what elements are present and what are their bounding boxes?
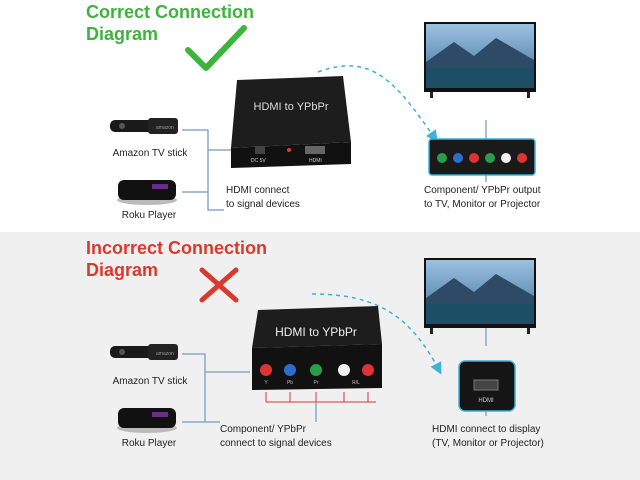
- incorrect-output-caption-1: HDMI connect to display: [432, 424, 541, 435]
- incorrect-box-title: HDMI to YPbPr: [275, 325, 357, 339]
- svg-text:HDMI: HDMI: [309, 158, 322, 164]
- tv-icon: [424, 22, 536, 98]
- svg-text:R/L: R/L: [352, 380, 360, 386]
- svg-text:Pb: Pb: [287, 380, 293, 386]
- incorrect-heading-line2: Diagram: [86, 260, 159, 280]
- component-output-ports-icon: [428, 138, 536, 176]
- port-label-pr: Pr: [314, 380, 319, 386]
- incorrect-source-amazon: Amazon TV stick: [112, 376, 188, 387]
- svg-text:amazon: amazon: [156, 125, 174, 131]
- correct-heading-line2: Diagram: [86, 24, 159, 44]
- svg-text:Pr: Pr: [314, 380, 319, 386]
- correct-source-amazon: Amazon TV stick: [112, 148, 188, 159]
- correct-input-caption-1: HDMI connect: [226, 185, 290, 196]
- correct-hdmi-port-label: HDMI: [309, 158, 322, 164]
- incorrect-input-caption-1: Component/ YPbPr: [220, 424, 306, 435]
- svg-text:HDMI: HDMI: [478, 398, 494, 404]
- streaming-stick-icon: amazon: [110, 344, 178, 360]
- port-label-pb: Pb: [287, 380, 293, 386]
- correct-output-caption-2: to TV, Monitor or Projector: [424, 199, 541, 210]
- hdmi-port-icon: HDMI: [458, 360, 516, 412]
- incorrect-input-caption-2: connect to signal devices: [220, 438, 332, 449]
- tv-icon: [424, 258, 536, 334]
- checkmark-icon: [185, 25, 247, 71]
- incorrect-heading-line1: Incorrect Connection: [86, 238, 268, 258]
- cross-icon: [199, 267, 239, 303]
- svg-text:HDMI to YPbPr: HDMI to YPbPr: [275, 325, 357, 339]
- roku-player-icon: [117, 180, 177, 205]
- svg-text:DC 5V: DC 5V: [251, 158, 266, 164]
- tv-hdmi-port-label: HDMI: [478, 398, 494, 404]
- streaming-stick-icon: amazon: [110, 118, 178, 134]
- port-label-y: Y: [264, 380, 268, 386]
- correct-output-caption-1: Component/ YPbPr output: [424, 185, 541, 196]
- correct-input-caption-2: to signal devices: [226, 199, 300, 210]
- correct-dc-label: DC 5V: [251, 158, 266, 164]
- correct-source-roku: Roku Player: [121, 210, 177, 221]
- port-label-rl: R/L: [352, 380, 360, 386]
- roku-player-icon: [117, 408, 177, 433]
- incorrect-source-roku: Roku Player: [121, 438, 177, 449]
- correct-heading-line1: Correct Connection: [86, 2, 255, 22]
- converter-box-icon: HDMI to YPbPr Y Pb Pr R/L: [252, 306, 382, 390]
- svg-text:Y: Y: [264, 380, 268, 386]
- incorrect-output-caption-2: (TV, Monitor or Projector): [432, 438, 544, 449]
- converter-box-icon: HDMI to YPbPr DC 5V HDMI: [231, 76, 351, 168]
- svg-text:HDMI to YPbPr: HDMI to YPbPr: [254, 101, 329, 113]
- svg-text:amazon: amazon: [156, 351, 174, 357]
- correct-box-title: HDMI to YPbPr: [254, 101, 329, 113]
